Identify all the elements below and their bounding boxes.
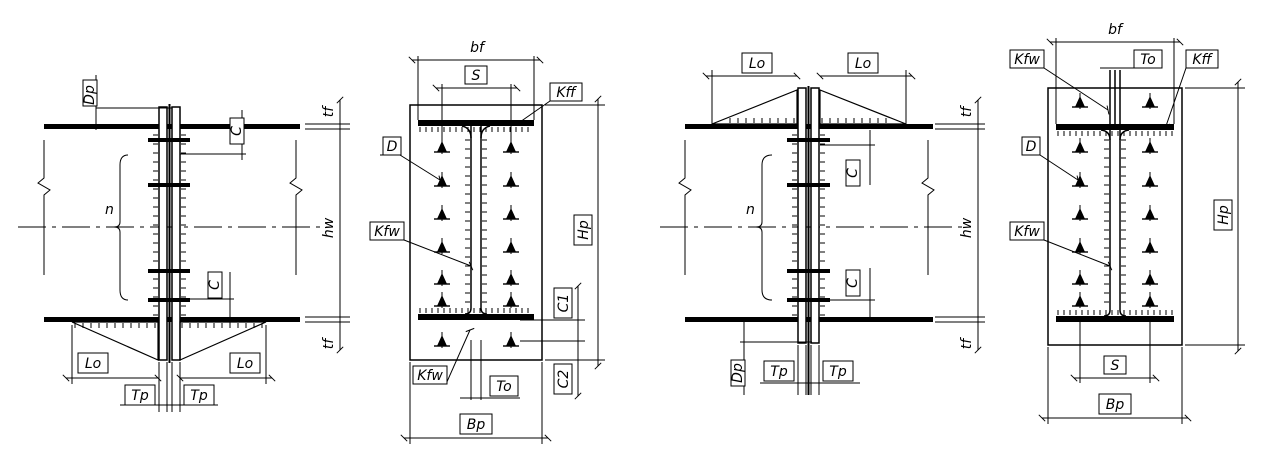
- bolt-grid: [434, 138, 519, 348]
- weld-ticks: [1057, 131, 1173, 315]
- weld-ticks: [729, 118, 887, 316]
- break-line-right: [289, 140, 303, 275]
- lo-label-left: Lo: [749, 56, 765, 72]
- tp-label-left: Tp: [770, 364, 788, 380]
- c-label-bottom: C: [845, 278, 861, 288]
- kff-label: Kff: [1192, 52, 1213, 68]
- tf-label-bottom: tf: [959, 337, 975, 349]
- dp-label: Dp: [82, 85, 98, 105]
- bolt: [148, 269, 190, 273]
- lo-label-right: Lo: [855, 56, 871, 72]
- break-line-left: [37, 140, 51, 275]
- bf-label: bf: [1108, 22, 1124, 38]
- tp-label-right: Tp: [190, 388, 208, 404]
- tp-label-right: Tp: [829, 364, 847, 380]
- stiffener-left: [711, 89, 798, 125]
- end-plate-right: [171, 106, 181, 361]
- c2-label: C2: [556, 370, 572, 389]
- bolt: [148, 183, 190, 187]
- end-plate-left: [158, 106, 168, 361]
- bolt: [148, 298, 190, 302]
- lo-label-right: Lo: [237, 356, 253, 372]
- kfw-label-top: Kfw: [1014, 52, 1040, 68]
- side-view-top-stiffeners: n Lo Lo C C tf hw tf Dp: [660, 52, 985, 395]
- s-label: S: [472, 68, 481, 84]
- kfw-label-bottom: Kfw: [417, 368, 443, 384]
- c-label-top: C: [845, 168, 861, 178]
- tp-label-left: Tp: [131, 388, 149, 404]
- c-label-bottom: C: [207, 280, 223, 290]
- d-label: D: [1026, 139, 1037, 155]
- c1-label: C1: [556, 294, 572, 313]
- bolt-row: [787, 138, 830, 302]
- bolt: [787, 138, 830, 142]
- bolt-count-brace: [113, 154, 129, 301]
- end-plate-outline: [409, 104, 543, 361]
- s-label: S: [1111, 358, 1120, 374]
- weld-ticks: [419, 127, 529, 313]
- bolt: [787, 269, 830, 273]
- d-label: D: [387, 139, 398, 155]
- kfw-label: Kfw: [1014, 224, 1040, 240]
- to-label: To: [496, 379, 511, 395]
- bolt-grid: [1072, 93, 1158, 308]
- to-label: To: [1140, 52, 1155, 68]
- bolt: [787, 298, 830, 302]
- side-view-bottom-stiffeners: n Dp C C tf hw tf Lo Lo: [18, 75, 350, 412]
- n-label: n: [746, 202, 755, 218]
- bf-label: bf: [470, 40, 486, 56]
- tf-label-top: tf: [959, 105, 975, 117]
- hw-label: hw: [959, 217, 975, 238]
- lo-label-left: Lo: [85, 356, 101, 372]
- weld-ticks: [74, 134, 263, 328]
- plate-front-view-top: bf To Kfw Kff D Kfw Hp S: [1009, 22, 1245, 424]
- tf-label-top: tf: [321, 105, 337, 117]
- hp-label: Hp: [576, 220, 592, 240]
- bp-label: Bp: [467, 417, 486, 433]
- bp-label: Bp: [1106, 397, 1125, 413]
- kfw-label: Kfw: [374, 224, 400, 240]
- stiffener-left: [71, 321, 159, 361]
- hw-label: hw: [321, 217, 337, 238]
- c-label-top: C: [229, 126, 245, 136]
- bolt: [787, 183, 830, 187]
- bolt-row: [148, 138, 190, 302]
- kff-label: Kff: [556, 85, 577, 101]
- plate-front-view-bottom: bf S Kff D Kfw Hp C1 C2: [369, 40, 605, 444]
- hp-label: Hp: [1216, 205, 1232, 225]
- tf-label-bottom: tf: [321, 337, 337, 349]
- dp-label: Dp: [730, 363, 746, 383]
- stiffener-right: [179, 321, 267, 361]
- stiffener-right: [819, 89, 907, 125]
- bolt: [148, 138, 190, 142]
- n-label: n: [105, 202, 114, 218]
